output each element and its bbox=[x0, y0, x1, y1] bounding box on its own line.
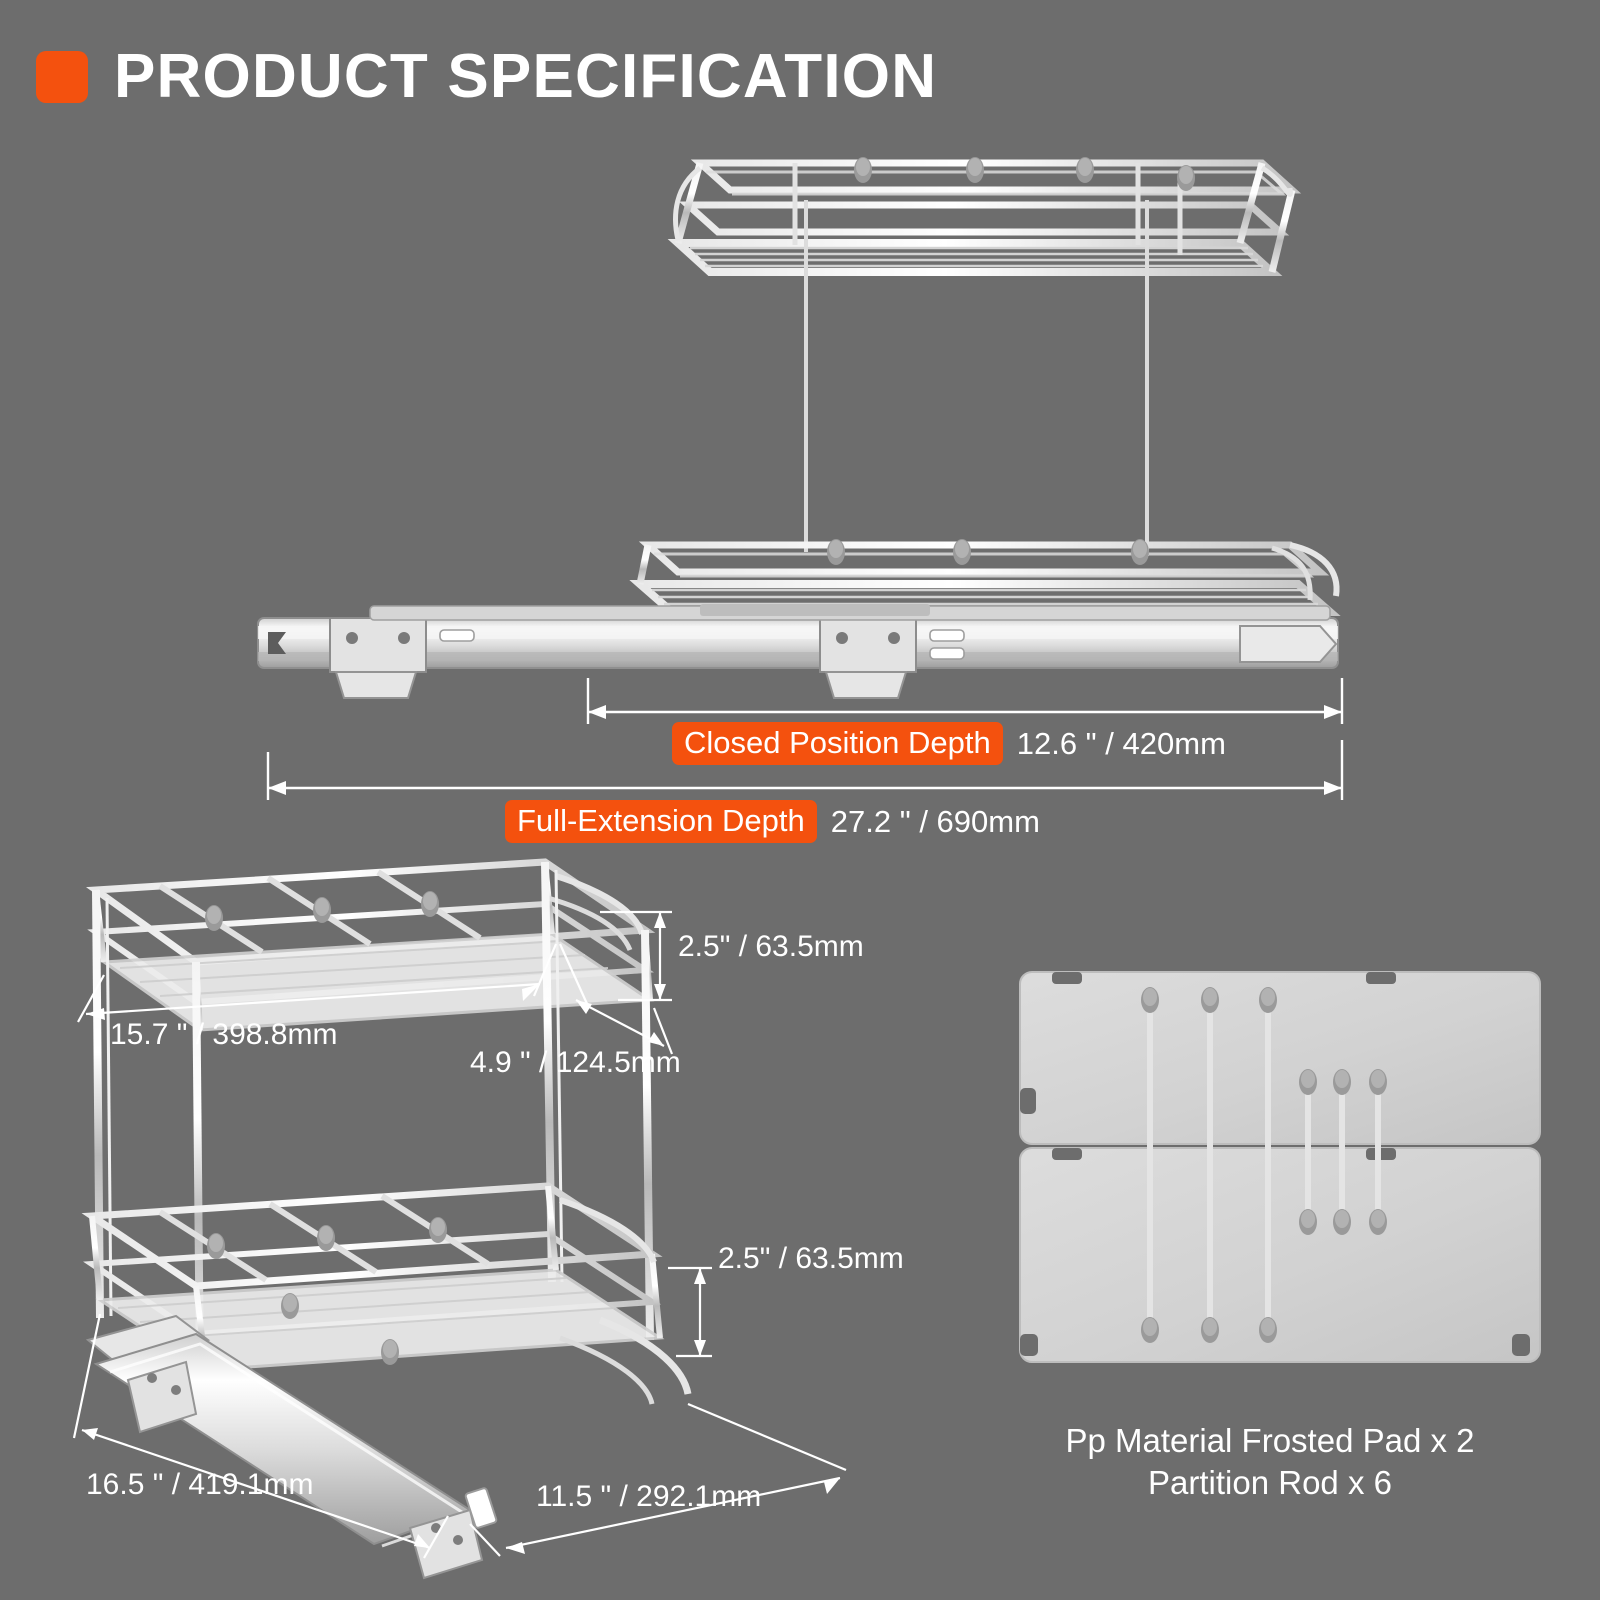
upper-height-dimension-line bbox=[600, 910, 672, 1002]
upper-tier-basket-top bbox=[667, 157, 1302, 276]
lower-width-dimension-line bbox=[72, 1313, 449, 1559]
full-extension-value: 27.2 " / 690mm bbox=[830, 803, 1040, 839]
upper-basket-width-value: 15.7 " / 398.8mm bbox=[110, 1018, 338, 1051]
closed-depth-label: Closed Position Depth bbox=[672, 722, 1003, 766]
partition-rod bbox=[1369, 1069, 1387, 1235]
frosted-pad-count: Pp Material Frosted Pad x 2 bbox=[1065, 1422, 1475, 1459]
full-extension-callout: Full-Extension Depth 27.2 " / 690mm bbox=[505, 800, 1040, 844]
angled-upper-tier bbox=[86, 858, 656, 1032]
partition-rod bbox=[1259, 987, 1277, 1343]
accessories-drawing bbox=[1019, 971, 1541, 1363]
orange-square-icon bbox=[36, 51, 88, 103]
angled-lower-tier bbox=[81, 1182, 692, 1405]
tier-connector-posts bbox=[791, 190, 1184, 575]
full-extension-label: Full-Extension Depth bbox=[505, 800, 817, 844]
lower-basket-height-value: 2.5" / 63.5mm bbox=[718, 1242, 904, 1275]
angled-corner-posts-highlight bbox=[105, 869, 564, 1317]
upper-basket-height-value: 2.5" / 63.5mm bbox=[678, 930, 864, 963]
upper-width-dimension-line bbox=[77, 943, 558, 1023]
top-assembly-drawing bbox=[257, 157, 1344, 800]
partition-rod bbox=[1141, 987, 1159, 1343]
page-title: PRODUCT SPECIFICATION bbox=[114, 42, 938, 111]
lower-basket-width-value: 16.5 " / 419.1mm bbox=[86, 1468, 314, 1501]
lower-height-dimension-line bbox=[668, 1266, 712, 1358]
partition-rod bbox=[1333, 1069, 1351, 1235]
lower-basket-depth-value: 11.5 " / 292.1mm bbox=[536, 1480, 762, 1513]
angled-two-tier-basket-drawing bbox=[72, 858, 847, 1580]
closed-depth-dimension-line bbox=[586, 678, 1344, 724]
partition-rod bbox=[1201, 987, 1219, 1343]
partition-rod bbox=[1299, 1069, 1317, 1235]
full-extension-dimension-line bbox=[266, 740, 1344, 800]
angled-slide-rails bbox=[85, 1314, 498, 1580]
upper-basket-depth-value: 4.9 " / 124.5mm bbox=[470, 1046, 681, 1079]
slide-rail-assembly bbox=[257, 604, 1339, 699]
closed-depth-value: 12.6 " / 420mm bbox=[1016, 725, 1226, 761]
partition-rod-count: Partition Rod x 6 bbox=[1148, 1464, 1392, 1502]
accessories-caption: Pp Material Frosted Pad x 2 Partition Ro… bbox=[1010, 1420, 1530, 1504]
closed-depth-callout: Closed Position Depth 12.6 " / 420mm bbox=[672, 722, 1226, 766]
page-header: PRODUCT SPECIFICATION bbox=[36, 46, 937, 108]
lower-depth-dimension-line bbox=[469, 1402, 847, 1557]
upper-depth-dimension-line bbox=[558, 943, 674, 1055]
